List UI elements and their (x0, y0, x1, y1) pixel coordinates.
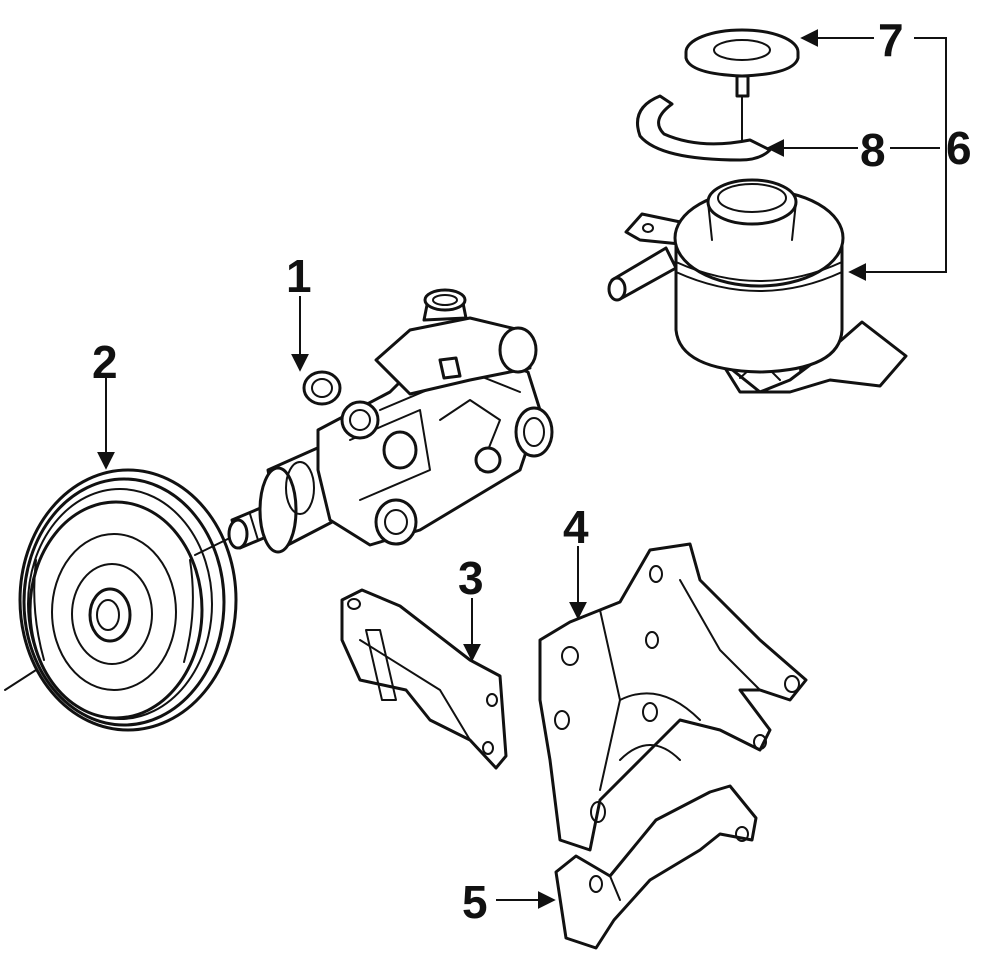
pulley (4, 468, 238, 732)
callout-6: 6 (946, 122, 972, 174)
callout-leaders (97, 29, 947, 909)
callout-8: 8 (860, 124, 886, 176)
pump-mount-bracket (538, 542, 808, 852)
callout-labels: 1 2 3 4 5 6 7 8 (92, 14, 972, 928)
reservoir-cap (684, 28, 800, 141)
callout-5: 5 (462, 876, 488, 928)
callout-4: 4 (563, 501, 589, 553)
callout-3: 3 (458, 552, 484, 604)
power-steering-pump (194, 288, 554, 556)
fluid-reservoir (607, 178, 908, 394)
reservoir-gasket (636, 94, 772, 162)
callout-1: 1 (286, 250, 312, 302)
adjusting-bracket (340, 588, 508, 770)
lower-bracket (554, 784, 758, 950)
callout-7: 7 (878, 14, 904, 66)
callout-2: 2 (92, 336, 118, 388)
